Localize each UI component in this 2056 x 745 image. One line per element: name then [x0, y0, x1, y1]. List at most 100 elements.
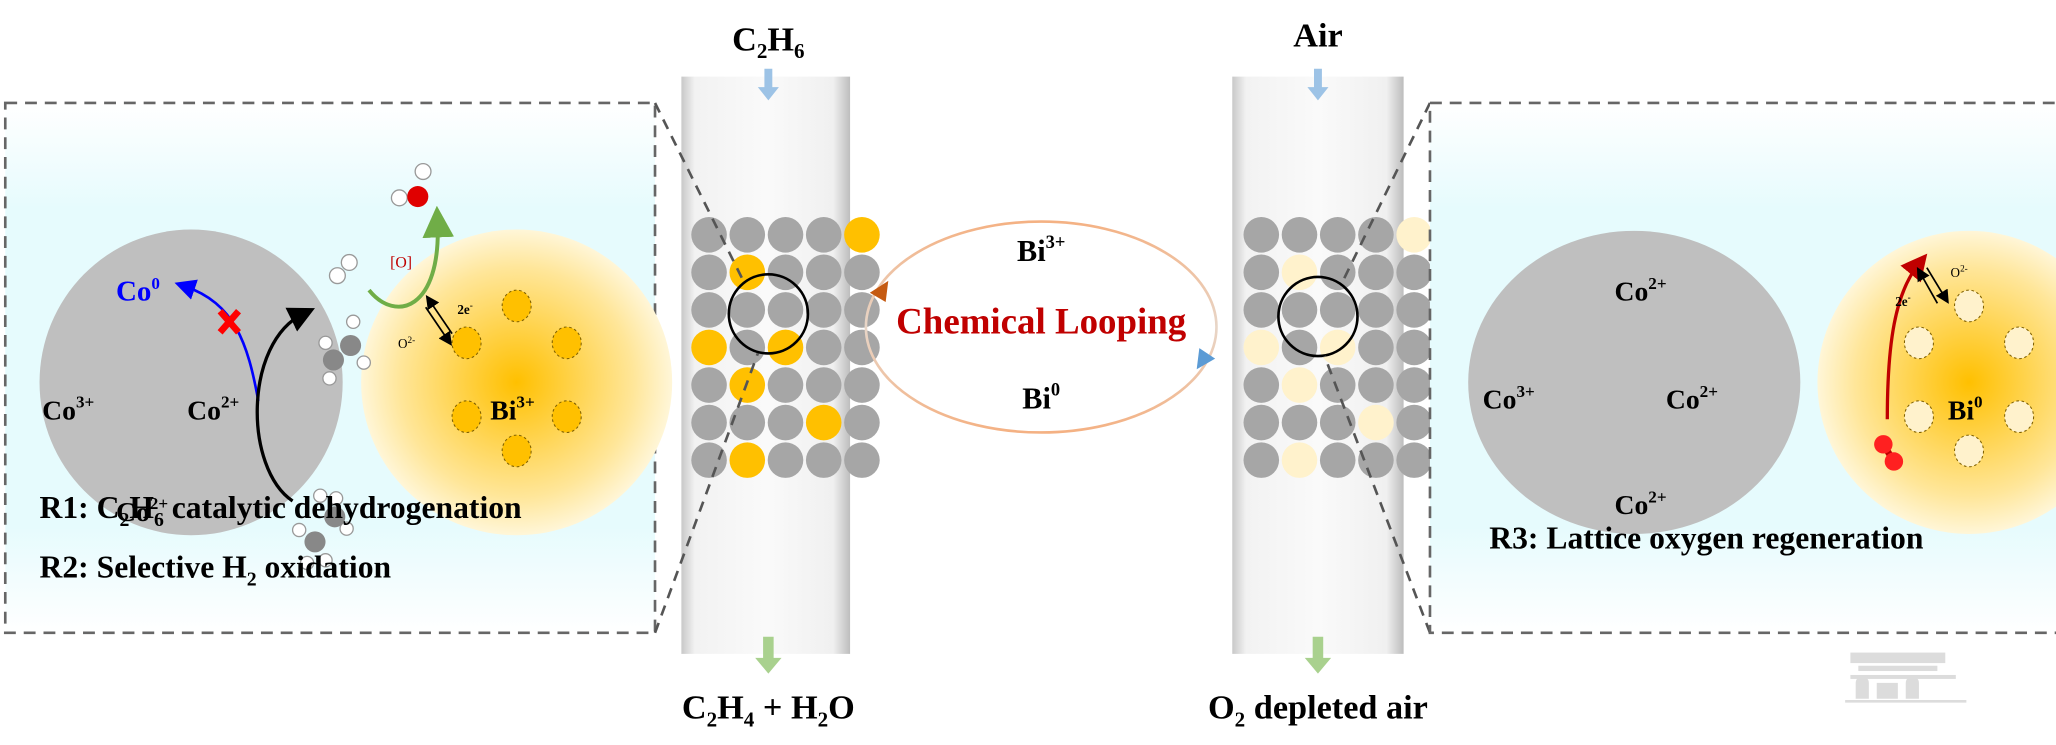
co0-label: Co0	[116, 274, 160, 308]
c2h4-h2o-outlet-label: C2H4 + H2O	[682, 688, 855, 731]
o2-depleted-air-label: O2 depleted air	[1208, 688, 1428, 731]
bismuth-site	[1281, 254, 1318, 291]
building-watermark-icon	[1845, 652, 1967, 703]
inlet-arrow-icon	[757, 68, 779, 101]
left-reactor: C2H6 C2H4 + H2O	[653, 20, 880, 731]
catalyst-bed	[691, 216, 880, 478]
bismuth-site	[1319, 329, 1356, 366]
oxygen-site	[451, 400, 482, 433]
oxygen-molecule-icon	[1874, 435, 1904, 471]
cobalt-site	[691, 292, 727, 328]
cobalt-site	[691, 442, 727, 478]
c2h6-inlet-label: C2H6	[732, 20, 804, 63]
oxygen-site	[551, 326, 582, 360]
reactor-tube	[681, 76, 851, 654]
reactor-tube	[1232, 76, 1404, 654]
bismuth-site	[805, 404, 842, 441]
bismuth-particle	[1817, 230, 2056, 534]
bi0-label: Bi0	[1948, 392, 1983, 425]
bismuth-site	[767, 329, 804, 366]
zoom-line	[653, 102, 746, 285]
loop-title: Chemical Looping	[896, 301, 1187, 342]
cobalt-particle	[1468, 230, 1801, 534]
cobalt-site	[1358, 216, 1394, 253]
cobalt-site	[844, 404, 880, 441]
co2-label-bottom: Co2+	[1614, 487, 1666, 520]
cobalt-site	[1243, 292, 1280, 328]
cobalt-site	[1319, 292, 1356, 328]
zoom-line	[653, 352, 760, 634]
cobalt-site	[805, 367, 842, 403]
cobalt-site	[767, 442, 804, 478]
oxygen-site	[501, 434, 532, 468]
oxygen-site	[1903, 400, 1934, 433]
lattice-oxygen-label: [O]	[390, 255, 412, 272]
cobalt-site	[1281, 329, 1318, 366]
blocked-x-icon	[217, 309, 242, 335]
cobalt-site	[1396, 404, 1432, 441]
bismuth-site	[729, 254, 766, 291]
cobalt-site	[1396, 254, 1432, 291]
co2-label-right: Co2+	[1666, 382, 1718, 415]
cobalt-site	[1358, 367, 1394, 403]
cobalt-site	[1319, 442, 1356, 478]
cobalt-site	[767, 404, 804, 441]
inlet-arrow-icon	[1307, 68, 1329, 101]
ethylene-molecule-icon	[318, 314, 372, 386]
r3-label: R3: Lattice oxygen regeneration	[1489, 520, 1924, 555]
r1-label: R1: C2H6 catalytic dehydrogenation	[40, 490, 523, 531]
cobalt-site	[1281, 292, 1318, 328]
cobalt-site	[1396, 442, 1432, 478]
cobalt-site	[805, 292, 842, 328]
lattice-oxygen-sites	[451, 289, 582, 468]
cobalt-site	[1396, 367, 1432, 403]
cobalt-site	[1243, 367, 1280, 403]
oxygen-site	[551, 400, 582, 433]
cobalt-site	[691, 254, 727, 291]
bismuth-site	[844, 216, 880, 253]
oxygen-site	[1953, 289, 1985, 323]
cobalt-site	[767, 254, 804, 291]
cobalt-site	[729, 404, 766, 441]
cobalt-site	[1243, 216, 1280, 253]
loop-arrow-left-icon	[869, 280, 889, 302]
oxidation-arrow	[367, 205, 455, 309]
bismuth-site	[1281, 367, 1318, 403]
loop-arrow-right-icon	[1196, 348, 1216, 370]
bismuth-site	[1358, 404, 1394, 441]
magnifier-circle	[1277, 275, 1359, 358]
co3-label: Co3+	[1483, 382, 1535, 415]
bi3-label: Bi3+	[490, 392, 534, 425]
cobalt-site	[1243, 254, 1280, 291]
magnifier-circle	[727, 272, 810, 355]
cobalt-site	[729, 292, 766, 328]
r2-label: R2: Selective H2 oxidation	[40, 549, 392, 590]
air-inlet-label: Air	[1293, 16, 1342, 54]
electron-transfer-arrows	[1916, 267, 1949, 304]
cobalt-site	[767, 216, 804, 253]
oxygen-vacancy-sites	[1903, 289, 2035, 468]
oxygen-site	[501, 289, 532, 323]
oxygen-site	[451, 326, 482, 360]
right-reactor: Air O2 depleted air	[1208, 16, 1432, 731]
left-panel: Co0 Co3+ Co2+ Co2+ [O] 2e- O2- Bi3+ R1: …	[3, 101, 673, 635]
catalyst-bed	[1243, 216, 1432, 478]
zoom-line	[1323, 355, 1432, 634]
cobalt-site	[805, 216, 842, 253]
cobalt-site	[805, 442, 842, 478]
cobalt-site	[805, 329, 842, 366]
cobalt-site	[1281, 404, 1318, 441]
dehydrogenation-arrow	[255, 307, 315, 503]
cobalt-site	[805, 254, 842, 291]
oxygen-site	[2004, 326, 2035, 360]
chemical-looping-cycle: Bi3+ Chemical Looping Bi0	[864, 220, 1218, 434]
electron-transfer-arrows	[424, 295, 453, 346]
cobalt-site	[844, 329, 880, 366]
co2-label-bottom: Co2+	[116, 494, 168, 527]
cobalt-site	[1243, 404, 1280, 441]
cobalt-site	[691, 367, 727, 403]
right-panel: Co2+ Co3+ Co2+ Co2+ 2e- O2- Bi0 R3: Latt…	[1428, 101, 2056, 635]
cobalt-site	[767, 292, 804, 328]
cobalt-site	[844, 442, 880, 478]
